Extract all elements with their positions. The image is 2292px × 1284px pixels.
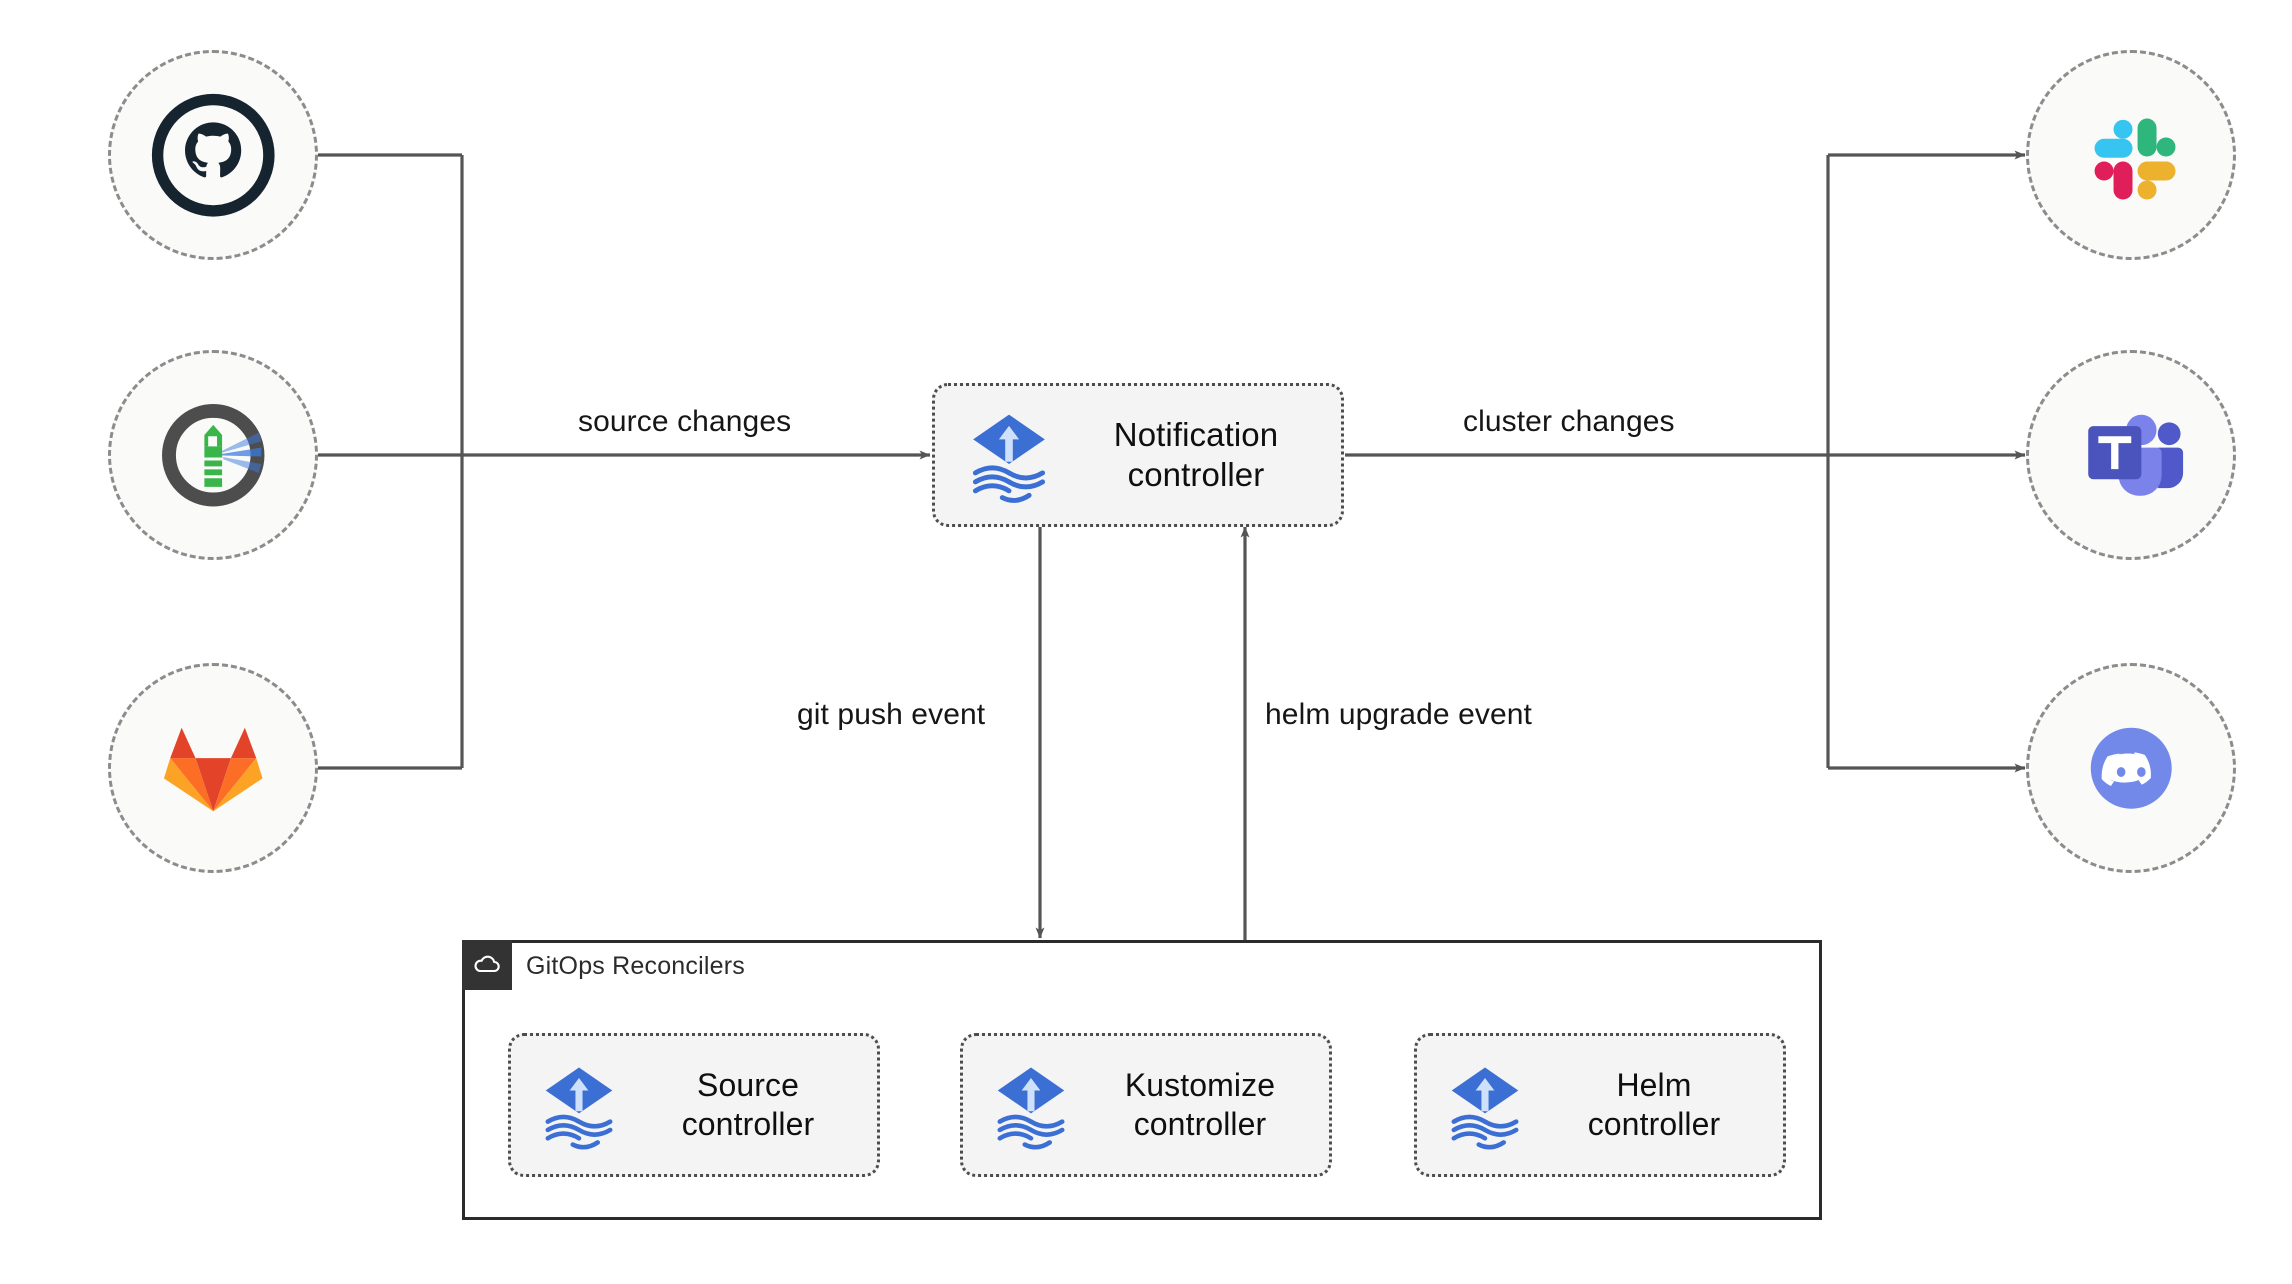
helm-controller-box[interactable]: Helm controller — [1414, 1033, 1786, 1177]
ms-teams-icon — [2068, 392, 2194, 518]
target-node-slack[interactable] — [2026, 50, 2236, 260]
edge-label-helm-upgrade-event: helm upgrade event — [1265, 698, 1532, 731]
gitops-group-title: GitOps Reconcilers — [526, 952, 745, 980]
source-controller-box[interactable]: Source controller — [508, 1033, 880, 1177]
slack-icon — [2068, 92, 2194, 218]
cloud-icon — [462, 940, 512, 990]
discord-icon — [2068, 705, 2194, 831]
flux-lighthouse-icon — [150, 392, 276, 518]
source-controller-label: Source controller — [681, 1066, 815, 1142]
edge-label-source-changes: source changes — [578, 405, 792, 438]
flux-controller-icon — [979, 1053, 1083, 1157]
kustomize-controller-label: Kustomize controller — [1124, 1066, 1276, 1142]
notification-controller-box[interactable]: Notification controller — [932, 383, 1344, 527]
edge-label-git-push-event: git push event — [797, 698, 986, 731]
gitlab-icon — [150, 705, 276, 831]
flux-controller-icon — [953, 399, 1065, 511]
flux-controller-icon — [1433, 1053, 1537, 1157]
github-icon — [150, 92, 276, 218]
flux-controller-icon — [527, 1053, 631, 1157]
edge-label-cluster-changes: cluster changes — [1463, 405, 1675, 438]
kustomize-controller-box[interactable]: Kustomize controller — [960, 1033, 1332, 1177]
source-node-github[interactable] — [108, 50, 318, 260]
notification-controller-label: Notification controller — [1113, 415, 1279, 493]
source-node-gitlab[interactable] — [108, 663, 318, 873]
helm-controller-label: Helm controller — [1587, 1066, 1721, 1142]
source-node-flux[interactable] — [108, 350, 318, 560]
target-node-discord[interactable] — [2026, 663, 2236, 873]
target-node-teams[interactable] — [2026, 350, 2236, 560]
